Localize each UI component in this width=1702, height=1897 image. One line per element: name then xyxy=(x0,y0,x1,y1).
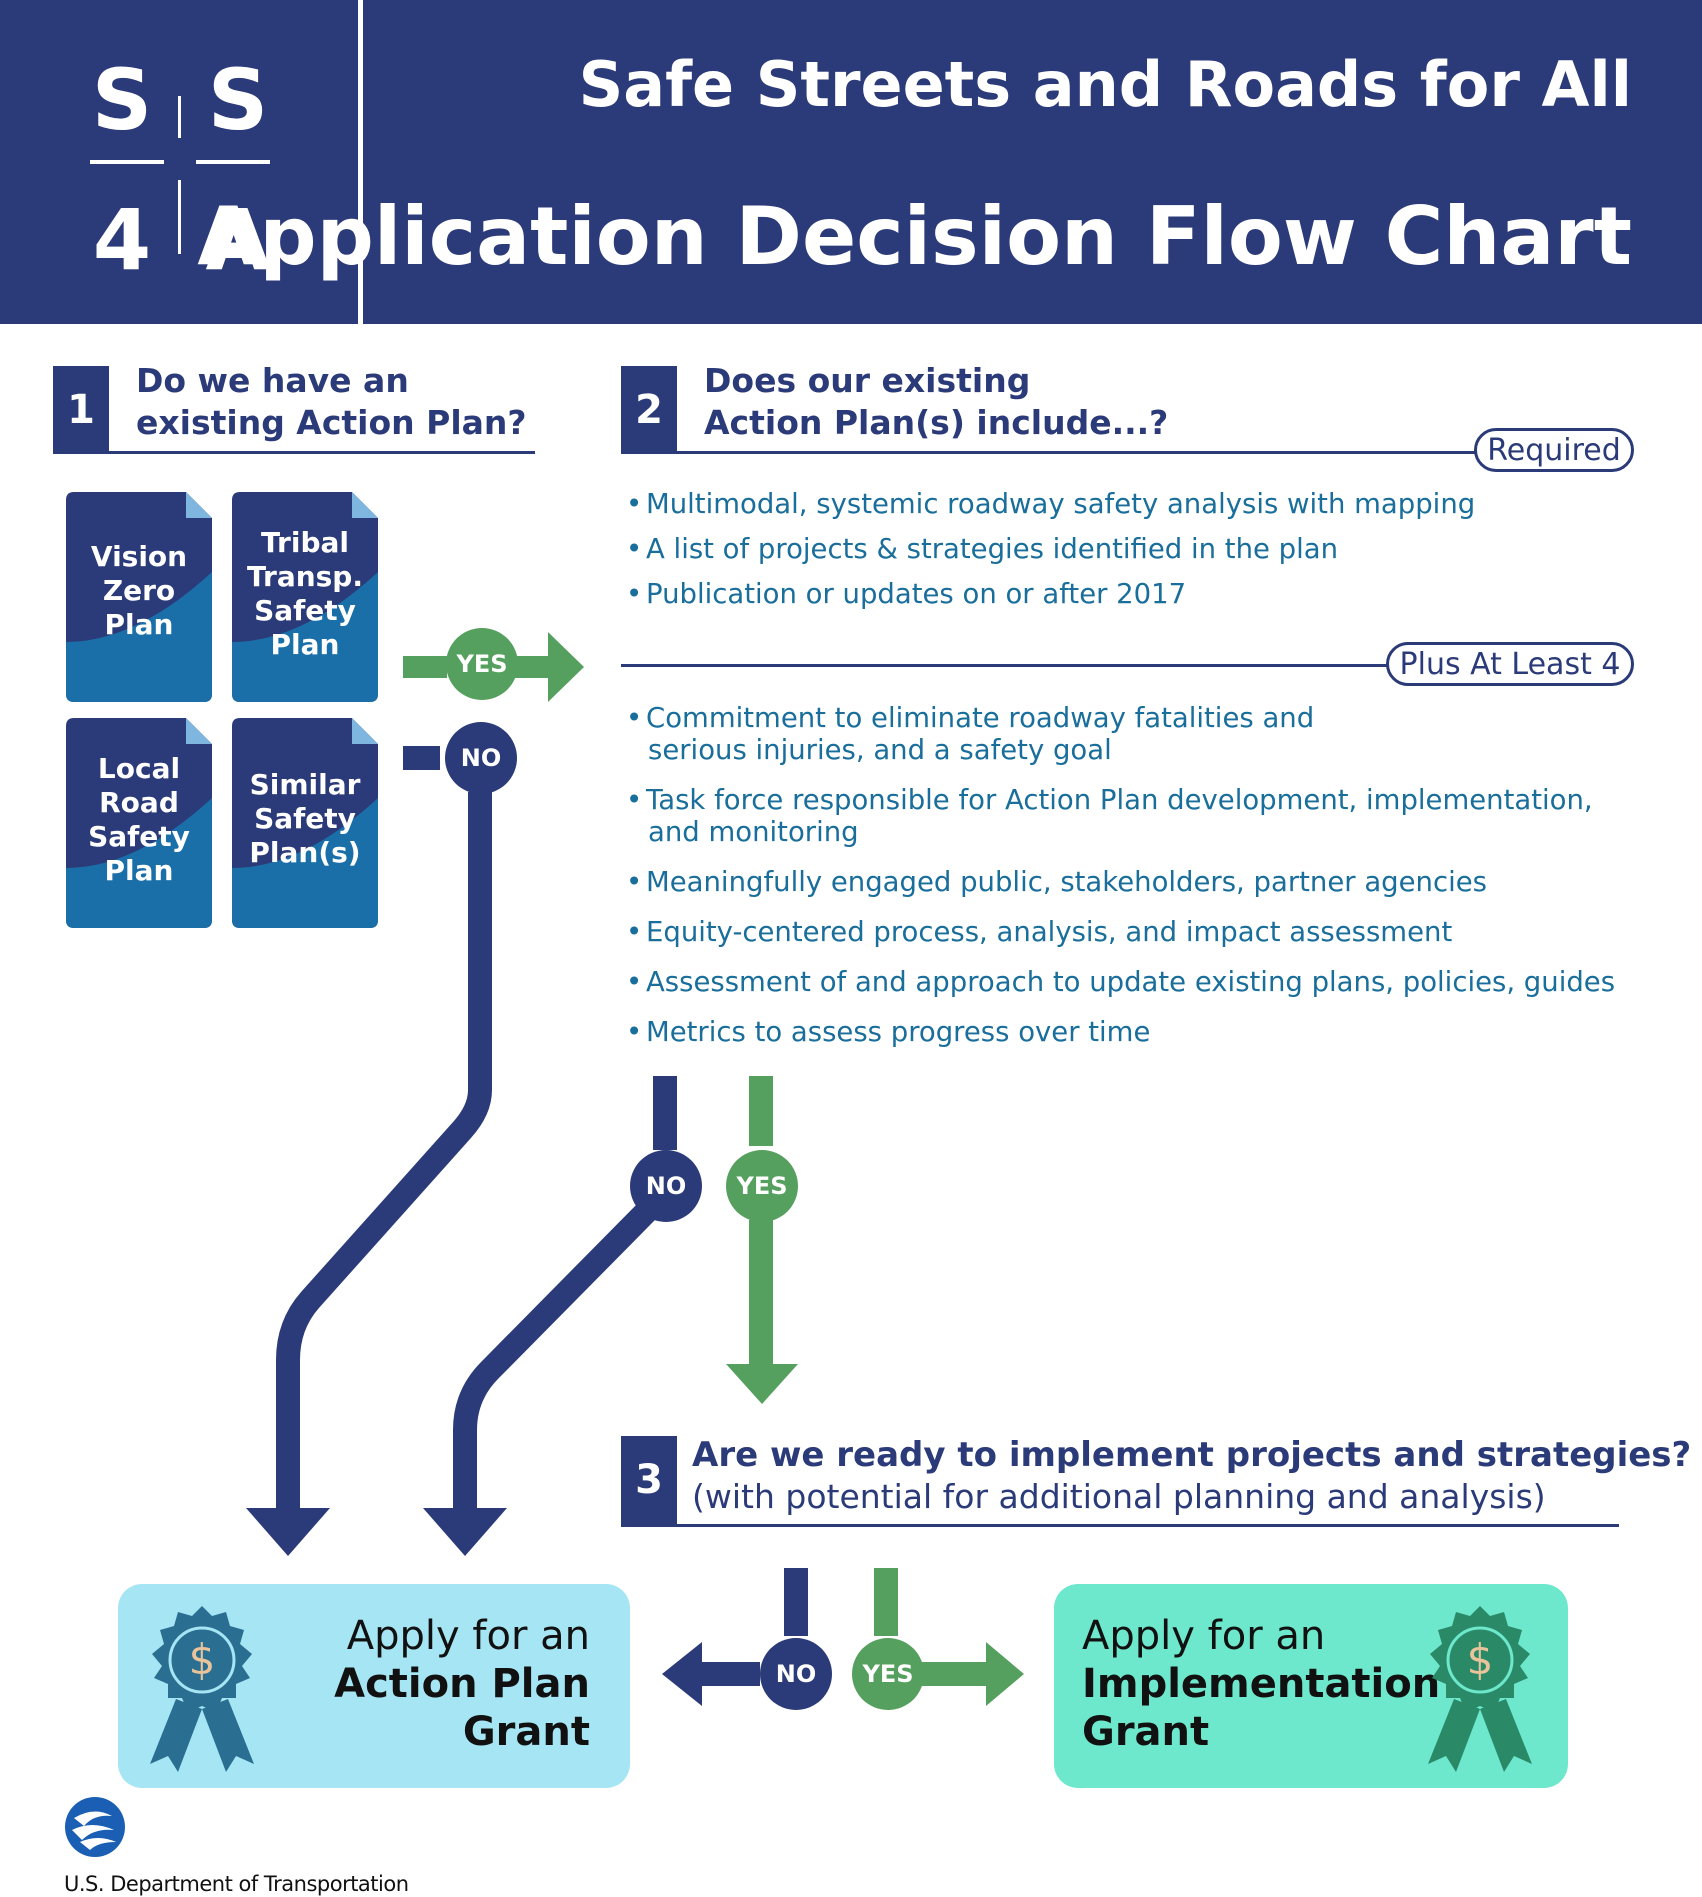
logo-rule-bottom xyxy=(178,180,181,254)
plan-label-word: Plan xyxy=(104,608,174,641)
yes-badge-step3: YES xyxy=(852,1638,924,1710)
no-path-step1 xyxy=(276,746,492,1508)
logo-rule-right xyxy=(196,160,270,164)
no-path-step3 xyxy=(700,1568,808,1686)
no-badge-step1: NO xyxy=(445,722,517,794)
required-item: •Multimodal, systemic roadway safety ana… xyxy=(626,488,1476,520)
yes-badge-step1: YES xyxy=(446,628,518,700)
document-icon xyxy=(232,718,378,928)
no-badge-step3: NO xyxy=(760,1638,832,1710)
step1-question-line2: existing Action Plan? xyxy=(136,403,527,442)
grant-right-prefix: Apply for an xyxy=(1082,1613,1326,1659)
logo-letter-a: A xyxy=(205,191,271,289)
plus-item: •Task force responsible for Action Plan … xyxy=(626,784,1593,848)
plan-label-word: Similar xyxy=(249,768,361,801)
required-item: •A list of projects & strategies identif… xyxy=(626,533,1339,565)
grant-right-currency: $ xyxy=(1466,1635,1494,1684)
logo-rule-top xyxy=(178,96,181,138)
grant-left-prefix: Apply for an xyxy=(346,1613,590,1659)
award-ribbon-icon xyxy=(1428,1606,1532,1772)
yes-path-step3 xyxy=(874,1568,988,1686)
plan-label-word: Zero xyxy=(102,574,176,607)
dot-logo-icon xyxy=(65,1797,125,1857)
document-icon xyxy=(232,492,378,702)
plus-item: •Assessment of and approach to update ex… xyxy=(626,966,1616,998)
implementation-grant-label: Apply for an Implementation Grant xyxy=(1082,1612,1440,1756)
plan-label-word: Road xyxy=(99,786,179,819)
plan-label-word: Plan xyxy=(270,628,340,661)
yes-arrow-step1 xyxy=(403,632,584,702)
header-divider xyxy=(358,0,363,324)
arrow-icon xyxy=(986,1642,1024,1706)
plan-label-word: Safety xyxy=(88,820,190,853)
grant-right-line3: Grant xyxy=(1082,1709,1210,1755)
header-title-line1: Safe Streets and Roads for All xyxy=(578,48,1632,121)
no-path-step2 xyxy=(453,1076,677,1508)
arrow-icon xyxy=(423,1508,507,1556)
logo-letter-s1: S xyxy=(91,51,153,149)
step1-rule xyxy=(53,451,535,454)
plus-item: •Commitment to eliminate roadway fatalit… xyxy=(626,702,1315,766)
step1-question-line1: Do we have an xyxy=(136,361,409,400)
required-item: •Publication or updates on or after 2017 xyxy=(626,578,1187,610)
plus-at-least-4-pill: Plus At Least 4 xyxy=(1386,642,1634,686)
logo-rule-left xyxy=(90,160,164,164)
plus-item: •Meaningfully engaged public, stakeholde… xyxy=(626,866,1487,898)
step1-number: 1 xyxy=(53,366,109,454)
step3-number: 3 xyxy=(621,1436,677,1524)
step3-question-line1: Are we ready to implement projects and s… xyxy=(692,1435,1692,1475)
header-banner xyxy=(0,0,1702,324)
step3-question-line2: (with potential for additional planning … xyxy=(692,1477,1546,1516)
plan-label-word: Tribal xyxy=(261,526,349,559)
arrow-icon xyxy=(726,1364,798,1404)
header-title-line2: Application Decision Flow Chart xyxy=(197,190,1632,283)
logo-letter-s2: S xyxy=(207,51,269,149)
grant-right-line2: Implementation xyxy=(1082,1661,1441,1707)
arrow-icon xyxy=(662,1642,702,1706)
step3-rule xyxy=(621,1524,1619,1527)
plan-label-word: Safety xyxy=(254,594,356,627)
action-plan-grant-label: Apply for an Action Plan Grant xyxy=(334,1612,590,1756)
plus-item: •Metrics to assess progress over time xyxy=(626,1016,1151,1048)
document-icon xyxy=(66,718,212,928)
grant-left-line3: Grant xyxy=(462,1709,590,1755)
required-pill: Required xyxy=(1474,428,1634,472)
plus-item: •Equity-centered process, analysis, and … xyxy=(626,916,1453,948)
plan-label-word: Vision xyxy=(90,540,188,573)
plan-label-word: Plan(s) xyxy=(249,836,361,869)
plan-label-word: Safety xyxy=(254,802,356,835)
arrow-icon xyxy=(246,1508,330,1556)
logo-letter-4: 4 xyxy=(92,191,152,289)
step2-number: 2 xyxy=(621,366,677,454)
step2-question-line1: Does our existing xyxy=(704,361,1031,400)
award-ribbon-icon xyxy=(150,1606,254,1772)
plan-label-word: Transp. xyxy=(246,560,363,593)
dot-org-name: U.S. Department of Transportation xyxy=(64,1872,409,1896)
plan-label-word: Plan xyxy=(104,854,174,887)
grant-left-currency: $ xyxy=(188,1635,216,1684)
grant-left-line2: Action Plan xyxy=(334,1661,590,1707)
step2-rule xyxy=(621,451,1481,454)
plan-label-word: Local xyxy=(97,752,181,785)
document-icon xyxy=(66,492,212,702)
yes-badge-step2: YES xyxy=(726,1150,798,1222)
no-badge-step2: NO xyxy=(630,1150,702,1222)
plus-rule xyxy=(621,664,1391,667)
step2-question-line2: Action Plan(s) include...? xyxy=(704,403,1169,442)
